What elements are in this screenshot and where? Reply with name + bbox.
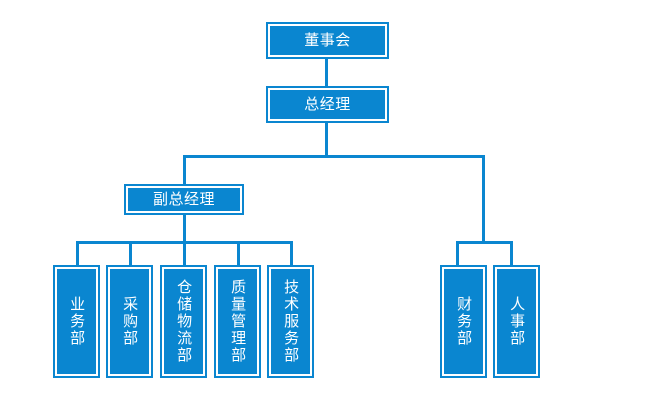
org-node-business[interactable]: 业务部 xyxy=(53,265,100,378)
org-node-finance[interactable]: 财务部 xyxy=(440,265,487,378)
org-node-warehouse-logistics-label: 仓储物流部 xyxy=(175,279,194,364)
org-node-technical-service-label: 技术服务部 xyxy=(282,279,301,364)
org-node-general-manager-inner: 总经理 xyxy=(268,88,387,121)
org-node-procurement[interactable]: 采购部 xyxy=(106,265,153,378)
connector-drop-business xyxy=(76,241,79,266)
connector-general-manager-split-bar xyxy=(183,155,485,158)
org-node-business-inner: 业务部 xyxy=(55,267,98,376)
org-node-quality-management[interactable]: 质量管理部 xyxy=(214,265,261,378)
org-node-deputy-general-manager-inner: 副总经理 xyxy=(126,186,242,213)
org-node-finance-inner: 财务部 xyxy=(442,267,485,376)
connector-drop-technical-service xyxy=(290,241,293,266)
connector-drop-finance xyxy=(456,241,459,266)
org-node-board-label: 董事会 xyxy=(304,31,351,50)
connector-deputy-stem xyxy=(183,214,186,242)
org-node-human-resources-inner: 人事部 xyxy=(495,267,538,376)
org-node-procurement-inner: 采购部 xyxy=(108,267,151,376)
org-node-warehouse-logistics[interactable]: 仓储物流部 xyxy=(160,265,207,378)
connector-drop-right-group xyxy=(482,155,485,241)
org-node-procurement-label: 采购部 xyxy=(121,296,140,347)
org-node-human-resources[interactable]: 人事部 xyxy=(493,265,540,378)
org-node-board[interactable]: 董事会 xyxy=(266,22,389,59)
connector-drop-procurement xyxy=(129,241,132,266)
connector-drop-quality-management xyxy=(237,241,240,266)
org-node-finance-label: 财务部 xyxy=(455,296,474,347)
connector-right-group-bar xyxy=(456,241,513,244)
org-node-technical-service-inner: 技术服务部 xyxy=(269,267,312,376)
org-node-warehouse-logistics-inner: 仓储物流部 xyxy=(162,267,205,376)
connector-drop-human-resources xyxy=(510,241,513,266)
connector-board-to-general-manager xyxy=(325,58,328,88)
org-node-general-manager-label: 总经理 xyxy=(304,95,351,114)
org-node-technical-service[interactable]: 技术服务部 xyxy=(267,265,314,378)
connector-drop-warehouse-logistics xyxy=(183,241,186,266)
org-node-general-manager[interactable]: 总经理 xyxy=(266,86,389,123)
org-node-business-label: 业务部 xyxy=(68,296,87,347)
connector-drop-deputy-general-manager xyxy=(183,155,186,185)
org-node-quality-management-label: 质量管理部 xyxy=(229,279,248,364)
org-node-deputy-general-manager[interactable]: 副总经理 xyxy=(124,184,244,215)
org-node-board-inner: 董事会 xyxy=(268,24,387,57)
connector-general-manager-stem xyxy=(325,122,328,156)
org-node-quality-management-inner: 质量管理部 xyxy=(216,267,259,376)
org-node-human-resources-label: 人事部 xyxy=(508,296,527,347)
org-node-deputy-general-manager-label: 副总经理 xyxy=(152,190,215,209)
